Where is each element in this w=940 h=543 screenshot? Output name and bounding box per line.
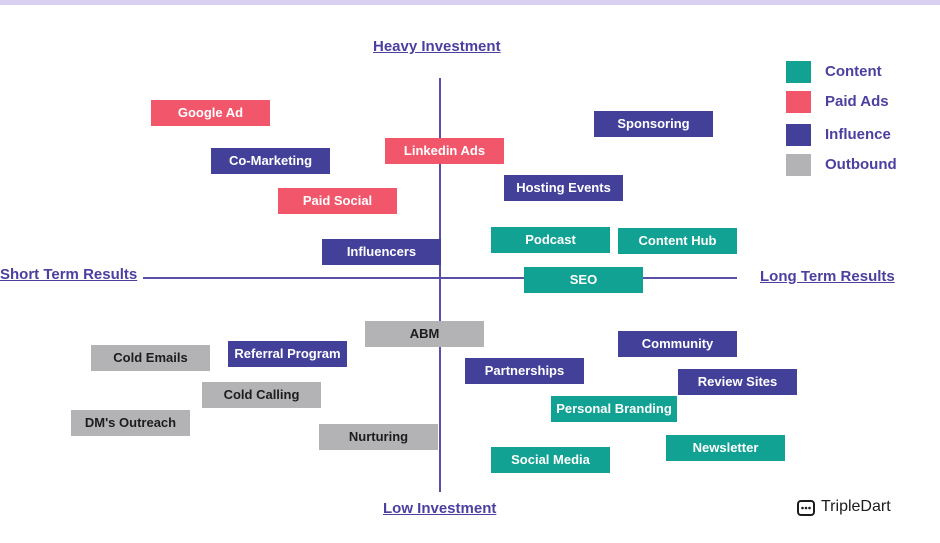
tag-abm: ABM [365,321,484,347]
legend-swatch-paid-ads [786,91,811,113]
legend-swatch-content [786,61,811,83]
tag-cold-emails: Cold Emails [91,345,210,371]
legend-swatch-influence [786,124,811,146]
legend-label-content: Content [825,63,882,80]
tripledart-logo-icon [797,500,815,516]
top-border [0,0,940,5]
tag-referral-program: Referral Program [228,341,347,367]
axis-label-long-term-results: Long Term Results [760,268,895,285]
tag-community: Community [618,331,737,357]
tag-google-ad: Google Ad [151,100,270,126]
tag-social-media: Social Media [491,447,610,473]
tag-seo: SEO [524,267,643,293]
vertical-axis [439,78,441,492]
brand-name: TripleDart [821,498,891,515]
tag-review-sites: Review Sites [678,369,797,395]
tag-cold-calling: Cold Calling [202,382,321,408]
tag-dms-outreach: DM's Outreach [71,410,190,436]
tag-sponsoring: Sponsoring [594,111,713,137]
horizontal-axis [143,277,737,279]
tag-partnerships: Partnerships [465,358,584,384]
axis-label-low-investment: Low Investment [383,500,497,517]
tag-hosting-events: Hosting Events [504,175,623,201]
axis-label-heavy-investment: Heavy Investment [373,38,501,55]
legend-swatch-outbound [786,154,811,176]
tag-nurturing: Nurturing [319,424,438,450]
tag-linkedin-ads: Linkedin Ads [385,138,504,164]
legend-label-outbound: Outbound [825,156,897,173]
tag-paid-social: Paid Social [278,188,397,214]
tag-influencers: Influencers [322,239,441,265]
legend-label-paid-ads: Paid Ads [825,93,889,110]
tag-co-marketing: Co-Marketing [211,148,330,174]
tag-personal-branding: Personal Branding [551,396,677,422]
tag-podcast: Podcast [491,227,610,253]
axis-label-short-term-results: Short Term Results [0,266,138,283]
legend-label-influence: Influence [825,126,891,143]
tag-newsletter: Newsletter [666,435,785,461]
tag-content-hub: Content Hub [618,228,737,254]
